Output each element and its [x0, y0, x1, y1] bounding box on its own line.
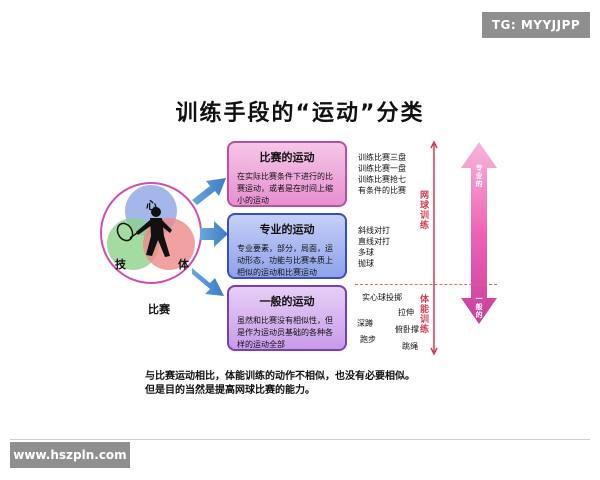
venn-caption: 比赛	[148, 303, 170, 316]
arrow-label-special: 专业的	[475, 164, 483, 188]
venn-circle-skill	[107, 218, 159, 270]
arrow-to-special	[200, 221, 228, 247]
tennis-player-icon	[136, 207, 172, 257]
list-item: 抛球	[358, 259, 374, 268]
footer-divider	[10, 439, 590, 440]
tennis-racket-icon	[116, 222, 138, 242]
label-tennis-training: 网球训练	[418, 190, 428, 230]
box-general-exercise: 一般的运动 虽然和比赛没有相似性，但是作为运动员基础的各种各样的运动全部	[227, 285, 347, 351]
arrow-label-general: 一般的	[475, 295, 483, 319]
diagram-title: 训练手段的“运动”分类	[175, 101, 425, 126]
box-special-desc: 专业要素，部分，局面，运动形态，功能与比赛本质上相似的运动和比赛运动	[237, 244, 333, 277]
label-physical-training: 体能训练	[418, 294, 428, 334]
special-items-list: 斜线对打 直线对打 多球 抛球	[358, 225, 390, 269]
list-item: 直线对打	[358, 237, 390, 246]
box-special-exercise: 专业的运动 专业要素，部分，局面，运动形态，功能与比赛本质上相似的运动和比赛运动	[227, 213, 347, 279]
venn-label-skill: 技	[115, 258, 126, 271]
list-item: 训练比赛一盘	[358, 164, 406, 173]
vertical-double-arrow	[461, 142, 497, 324]
list-item: 斜线对打	[358, 226, 390, 235]
match-items-list: 训练比赛三盘 训练比赛一盘 训练比赛抢七 有条件的比赛	[358, 152, 406, 196]
watermark-bottom: www.hszpln.com	[10, 442, 130, 468]
box-general-title: 一般的运动	[259, 295, 315, 308]
box-match-title: 比赛的运动	[259, 151, 315, 164]
arrow-to-match	[192, 178, 226, 205]
summary-line-2: 但是目的当然是提高网球比赛的能力。	[145, 385, 315, 396]
box-match-desc: 在实际比赛条件下进行的比赛运动，或者是在时间上缩小的运动	[237, 172, 333, 205]
list-item: 跑步	[360, 335, 376, 344]
arrow-to-general	[192, 268, 224, 296]
list-item: 训练比赛抢七	[358, 175, 406, 184]
divider-dashed	[355, 284, 497, 285]
box-special-title: 专业的运动	[259, 223, 315, 236]
list-item: 拉伸	[398, 308, 414, 317]
watermark-top: TG: MYYJJPP	[482, 12, 590, 38]
summary-text: 与比赛运动相比，体能训练的动作不相似，也没有必要相似。 但是目的当然是提高网球比…	[145, 370, 415, 398]
list-item: 多球	[358, 248, 374, 257]
box-general-desc: 虽然和比赛没有相似性，但是作为运动员基础的各种各样的运动全部	[237, 316, 333, 349]
list-item: 跳绳	[402, 342, 418, 351]
box-match-exercise: 比赛的运动 在实际比赛条件下进行的比赛运动，或者是在时间上缩小的运动	[227, 141, 347, 207]
summary-line-1: 与比赛运动相比，体能训练的动作不相似，也没有必要相似。	[145, 371, 415, 382]
venn-label-heart: 心	[146, 199, 157, 212]
venn-label-body: 体	[178, 258, 189, 271]
list-item: 训练比赛三盘	[358, 153, 406, 162]
list-item: 深蹲	[357, 319, 373, 328]
list-item: 有条件的比赛	[358, 186, 406, 195]
list-item: 实心球投掷	[362, 293, 402, 302]
bracket-line	[430, 140, 438, 356]
list-item: 俯卧撑	[395, 325, 419, 334]
